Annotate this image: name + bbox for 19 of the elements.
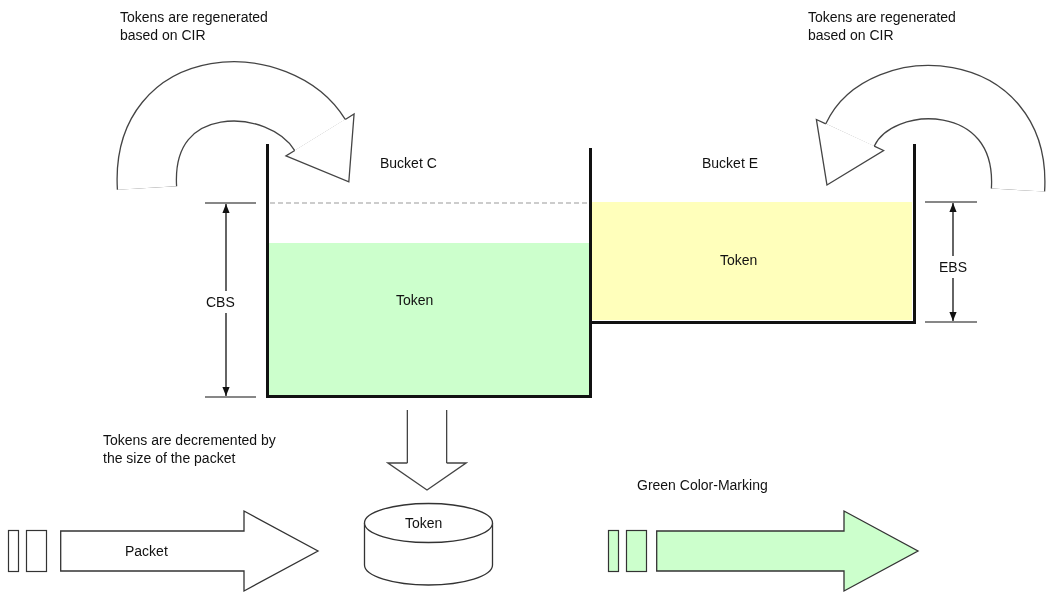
node-label: Packet	[125, 542, 168, 560]
block-arrow	[656, 510, 920, 592]
bucket-label: Bucket C	[380, 154, 437, 172]
bucket	[592, 144, 916, 324]
dimension-label: EBS	[939, 256, 967, 278]
token-level	[592, 202, 912, 320]
token-level	[269, 243, 589, 395]
node-label: Token	[396, 291, 434, 309]
dimension-label: CBS	[206, 291, 235, 313]
annotation-text: Tokens are decremented by the size of the packet	[103, 431, 277, 467]
caption-text: Green Color-Marking	[637, 476, 768, 494]
bucket	[266, 144, 592, 398]
annotation-text: Tokens are regenerated based on CIR	[808, 8, 957, 44]
annotation-text: Tokens are regenerated based on CIR	[120, 8, 269, 44]
node-label: Token	[405, 514, 443, 532]
bucket-label: Bucket E	[702, 154, 759, 172]
token-cylinder	[362, 502, 495, 588]
node-label: Token	[720, 251, 758, 269]
block-arrow	[60, 510, 320, 592]
